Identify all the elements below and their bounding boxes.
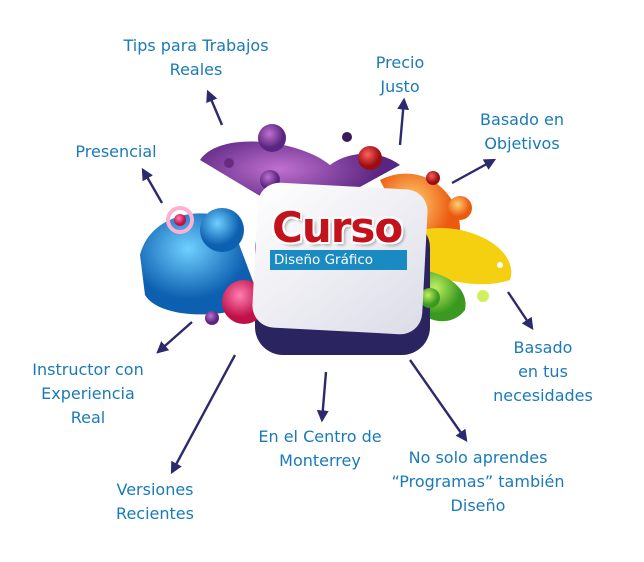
label-line: No solo aprendes bbox=[408, 448, 548, 467]
label-line: Precio bbox=[375, 53, 425, 72]
label-line: en tus bbox=[518, 362, 568, 381]
label-precio: Precio Justo bbox=[376, 51, 424, 99]
label-line: Instructor con bbox=[32, 360, 144, 379]
label-versiones: Versiones Recientes bbox=[116, 478, 194, 526]
label-line: Reales bbox=[169, 60, 223, 79]
label-instructor: Instructor con Experiencia Real bbox=[32, 358, 143, 430]
label-line: Objetivos bbox=[484, 134, 560, 153]
course-title: Curso bbox=[272, 203, 403, 252]
label-line: Versiones bbox=[116, 480, 194, 499]
label-centro: En el Centro de Monterrey bbox=[258, 425, 381, 473]
label-presencial: Presencial bbox=[75, 140, 156, 164]
label-line: Basado bbox=[513, 338, 573, 357]
course-subtitle: Diseño Gráfico bbox=[270, 250, 407, 270]
label-line: Real bbox=[70, 408, 106, 427]
label-line: Monterrey bbox=[279, 451, 361, 470]
label-line: Recientes bbox=[116, 504, 194, 523]
label-line: Justo bbox=[380, 77, 420, 96]
label-line: “Programas” también bbox=[391, 472, 565, 491]
label-objetivos: Basado en Objetivos bbox=[480, 108, 564, 156]
label-necesidades: Basado en tus necesidades bbox=[493, 336, 593, 408]
label-line: Diseño bbox=[450, 496, 506, 515]
label-line: En el Centro de bbox=[258, 427, 382, 446]
arrows bbox=[141, 89, 534, 475]
label-line: Presencial bbox=[75, 142, 157, 161]
label-line: Basado en bbox=[480, 110, 564, 129]
label-tips: Tips para Trabajos Reales bbox=[123, 34, 268, 82]
label-line: Tips para Trabajos bbox=[123, 36, 269, 55]
label-line: necesidades bbox=[493, 386, 593, 405]
label-line: Experiencia bbox=[41, 384, 135, 403]
label-no-solo: No solo aprendes “Programas” también Dis… bbox=[391, 446, 564, 518]
